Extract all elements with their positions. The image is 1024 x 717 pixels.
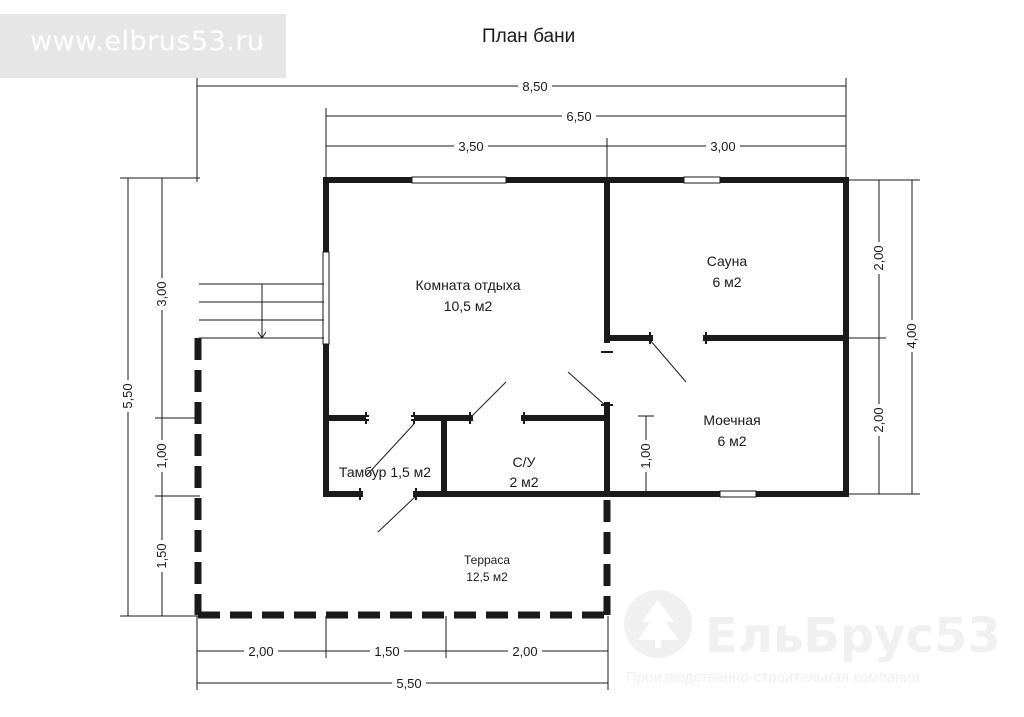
dim-top-right: 3,00	[710, 139, 735, 154]
windows	[322, 176, 757, 498]
watermark-url: www.elbrus53.ru	[30, 26, 265, 57]
dim-left-lower: 1,50	[154, 543, 169, 568]
brand-name: ЕльБрус53	[705, 608, 1001, 664]
brand-tagline: Производственно-строительная компания	[626, 669, 920, 686]
room-bathroom-name: С/У	[513, 454, 536, 470]
dim-inner-washroom: 1,00	[638, 443, 653, 468]
dim-bottom-middle: 1,50	[374, 644, 399, 659]
room-rest-name: Комната отдыха	[416, 277, 521, 293]
tree-logo-icon	[624, 590, 692, 658]
room-terrace-area: 12,5 м2	[466, 570, 508, 584]
dim-right-upper: 2,00	[871, 245, 886, 270]
dim-bottom-right: 2,00	[512, 644, 537, 659]
plan-title: План бани	[482, 26, 576, 47]
walls	[323, 177, 849, 497]
watermark-box	[0, 14, 286, 78]
dim-left-middle: 1,00	[154, 443, 169, 468]
dimension-lines	[120, 78, 920, 690]
dim-left-total: 5,50	[120, 383, 135, 408]
dim-top-total: 8,50	[522, 79, 547, 94]
room-washroom-area: 6 м2	[717, 433, 746, 449]
dim-top-left: 3,50	[458, 139, 483, 154]
entry-steps	[199, 283, 324, 339]
room-terrace-name: Терраса	[464, 553, 510, 567]
room-bathroom-area: 2 м2	[509, 474, 538, 490]
room-sauna-name: Сауна	[707, 253, 748, 269]
dim-right-total: 4,00	[904, 323, 919, 348]
dim-top-inner: 6,50	[566, 109, 591, 124]
room-vestibule-label: Тамбур 1,5 м2	[339, 464, 431, 480]
dim-bottom-left: 2,00	[248, 644, 273, 659]
room-washroom-name: Моечная	[703, 412, 760, 428]
door-swings	[365, 339, 687, 533]
dim-bottom-total: 5,50	[396, 676, 421, 691]
room-sauna-area: 6 м2	[712, 274, 741, 290]
terrace-outline	[194, 338, 611, 619]
dim-right-lower: 2,00	[871, 407, 886, 432]
room-rest-area: 10,5 м2	[444, 298, 493, 314]
dimension-label-backgrounds	[120, 78, 920, 691]
dim-left-upper: 3,00	[154, 281, 169, 306]
